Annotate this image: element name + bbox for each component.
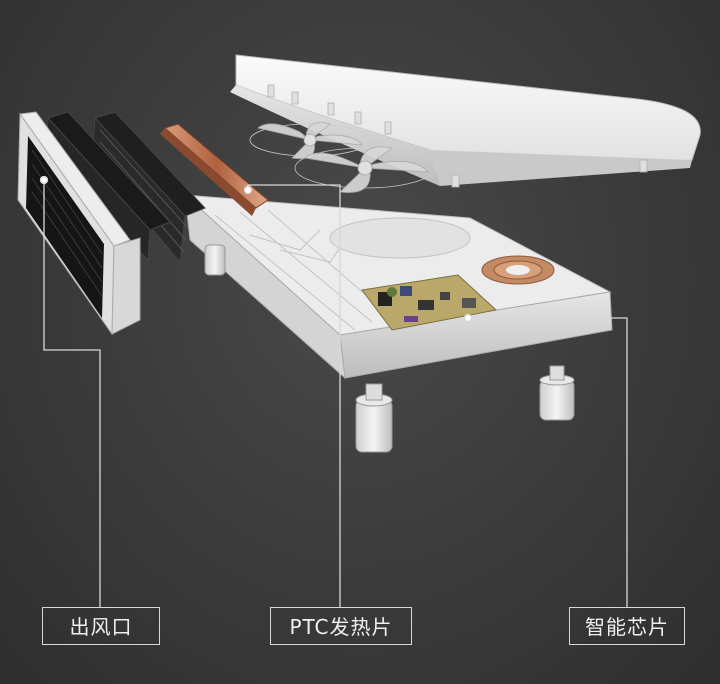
leader-line-outlet <box>43 180 101 607</box>
leader-line-chip <box>468 317 628 607</box>
foot-left <box>204 244 226 276</box>
callout-ptc-heater: PTC发热片 <box>270 607 412 645</box>
wireless-coil <box>481 255 555 285</box>
main-housing <box>183 193 613 380</box>
callout-smart-chip: 智能芯片 <box>569 607 685 645</box>
foot-front <box>355 383 393 453</box>
top-lid <box>230 54 701 188</box>
leader-lines <box>39 175 628 607</box>
callout-air-outlet: 出风口 <box>42 607 160 645</box>
foot-right <box>539 365 575 421</box>
heat-sink-fins <box>45 111 206 264</box>
fan-lower <box>294 146 436 193</box>
circuit-board <box>361 274 498 331</box>
